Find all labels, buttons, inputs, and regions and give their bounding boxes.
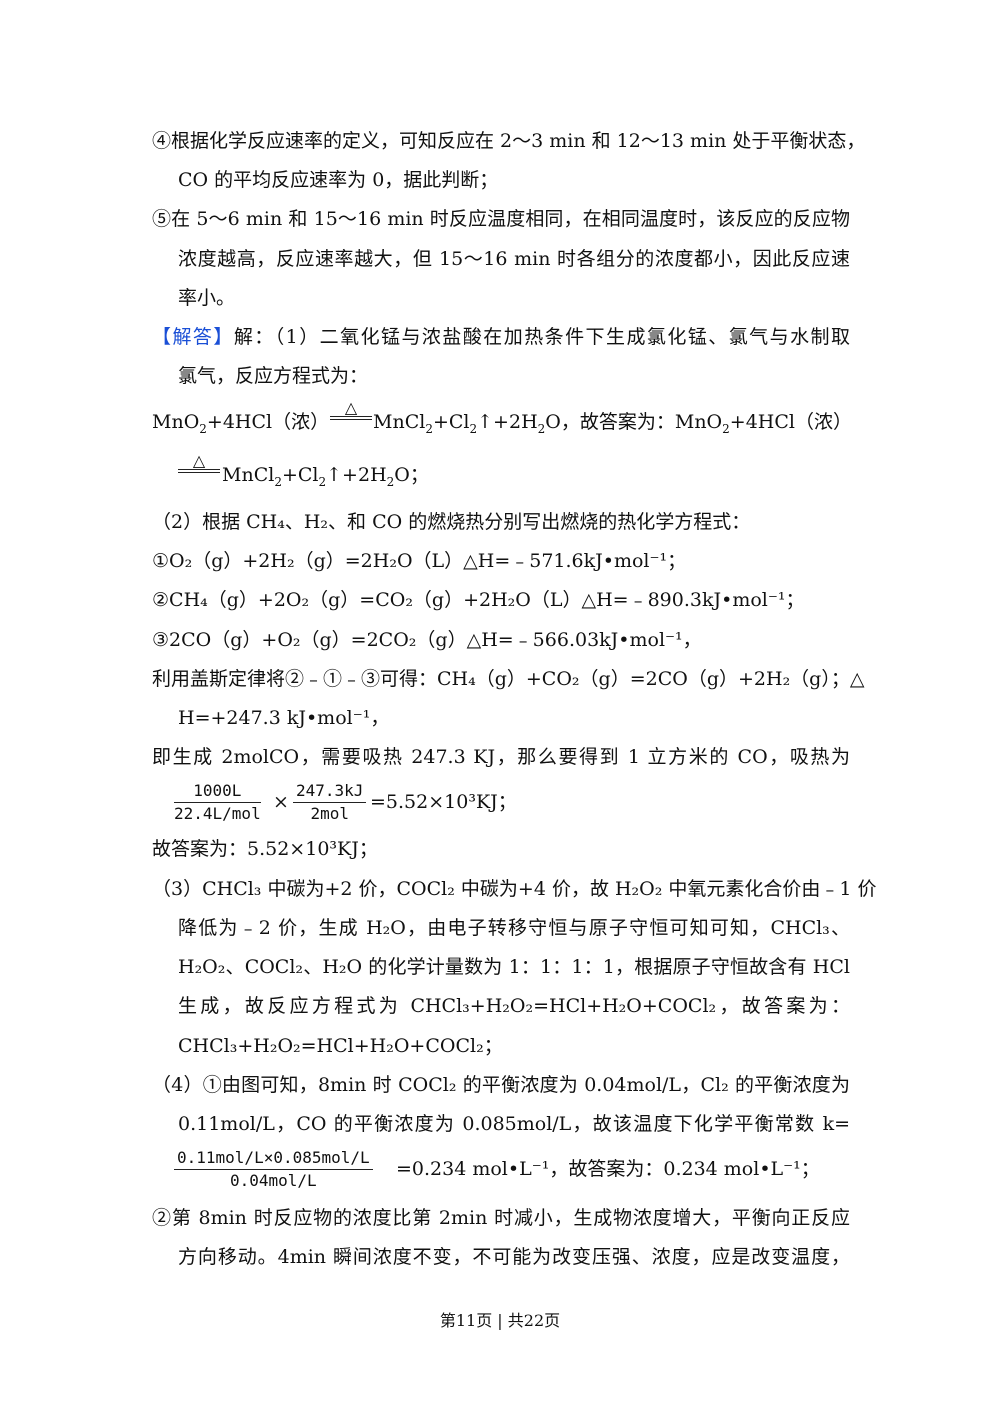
triangle-icon: △ bbox=[344, 398, 358, 417]
equation-line: MnCl2+Cl2↑+2H2O，故答案为：MnO2+4HCl（浓） bbox=[373, 411, 852, 436]
fraction: 247.3kJ 2mol bbox=[293, 780, 367, 825]
heating-arrow: △ bbox=[178, 453, 220, 473]
text-line: 生成，故反应方程式为 CHCl₃+H₂O₂=HCl+H₂O+COCl₂，故答案为… bbox=[178, 995, 850, 1017]
text-line: 降低为﹣2 价，生成 H₂O，由电子转移守恒与原子守恒可知可知，CHCl₃、 bbox=[178, 917, 850, 939]
fraction-numerator: 0.11mol/L×0.085mol/L bbox=[174, 1147, 373, 1170]
text-line: =0.234 mol•L⁻¹，故答案为：0.234 mol•L⁻¹； bbox=[396, 1158, 820, 1180]
text-line: ⑤在 5～6 min 和 15～16 min 时反应温度相同，在相同温度时，该反… bbox=[152, 208, 850, 230]
page-footer: 第11页 | 共22页 bbox=[439, 1311, 561, 1330]
answer-tag: 【解答】 bbox=[152, 326, 234, 348]
text-line: H=+247.3 kJ•mol⁻¹， bbox=[178, 707, 390, 729]
text-line: 利用盖斯定律将②﹣①﹣③可得：CH₄（g）+CO₂（g）=2CO（g）+2H₂（… bbox=[152, 668, 865, 690]
text-line: ②第 8min 时反应物的浓度比第 2min 时减小，生成物浓度增大，平衡向正反… bbox=[152, 1207, 850, 1229]
equation-line: MnCl2+Cl2↑+2H2O； bbox=[222, 464, 429, 489]
text-line: H₂O₂、COCl₂、H₂O 的化学计量数为 1：1：1：1，根据原子守恒故含有… bbox=[178, 956, 850, 978]
text-line: 故答案为：5.52×10³KJ； bbox=[152, 838, 378, 860]
text-line: 即生成 2molCO，需要吸热 247.3 KJ，那么要得到 1 立方米的 CO… bbox=[152, 746, 850, 768]
fraction: 1000L 22.4L/mol bbox=[174, 780, 261, 825]
text-line: CHCl₃+H₂O₂=HCl+H₂O+COCl₂； bbox=[178, 1035, 503, 1057]
equation-line: MnO2+4HCl（浓） bbox=[152, 411, 330, 436]
times-sign: × bbox=[273, 791, 289, 813]
text-line: ①O₂（g）+2H₂（g）=2H₂O（L）△H=﹣571.6kJ•mol⁻¹； bbox=[152, 550, 687, 572]
text-line: ②CH₄（g）+2O₂（g）=CO₂（g）+2H₂O（L）△H=﹣890.3kJ… bbox=[152, 589, 805, 611]
text-line: （4）①由图可知，8min 时 COCl₂ 的平衡浓度为 0.04mol/L，C… bbox=[152, 1074, 850, 1096]
fraction-numerator: 247.3kJ bbox=[293, 780, 367, 803]
text-line: CO 的平均反应速率为 0，据此判断； bbox=[178, 169, 499, 191]
answer-line: 【解答】解：（1）二氧化锰与浓盐酸在加热条件下生成氯化锰、氯气与水制取 bbox=[152, 324, 850, 350]
text-line: （3）CHCl₃ 中碳为+2 价，COCl₂ 中碳为+4 价，故 H₂O₂ 中氧… bbox=[152, 878, 877, 900]
text-line: 0.11mol/L，CO 的平衡浓度为 0.085mol/L，故该温度下化学平衡… bbox=[178, 1113, 850, 1135]
text-line: =5.52×10³KJ； bbox=[370, 791, 517, 813]
fraction: 0.11mol/L×0.085mol/L 0.04mol/L bbox=[174, 1147, 373, 1192]
answer-text: 解：（1）二氧化锰与浓盐酸在加热条件下生成氯化锰、氯气与水制取 bbox=[233, 326, 850, 348]
text-line: ④根据化学反应速率的定义，可知反应在 2～3 min 和 12～13 min 处… bbox=[152, 130, 866, 152]
text-line: 氯气，反应方程式为： bbox=[178, 365, 369, 387]
heating-arrow: △ bbox=[330, 400, 372, 420]
text-line: 率小。 bbox=[178, 287, 236, 309]
text-line: 浓度越高，反应速率越大，但 15～16 min 时各组分的浓度都小，因此反应速 bbox=[178, 248, 850, 270]
fraction-denominator: 0.04mol/L bbox=[229, 1171, 317, 1190]
fraction-numerator: 1000L bbox=[174, 780, 261, 803]
text-line: （2）根据 CH₄、H₂、和 CO 的燃烧热分别写出燃烧的热化学方程式： bbox=[152, 511, 751, 533]
text-line: 方向移动。4min 瞬间浓度不变，不可能为改变压强、浓度，应是改变温度， bbox=[178, 1246, 850, 1268]
triangle-icon: △ bbox=[192, 451, 206, 470]
fraction-denominator: 22.4L/mol bbox=[174, 804, 261, 823]
text-line: ③2CO（g）+O₂（g）=2CO₂（g）△H=﹣566.03kJ•mol⁻¹， bbox=[152, 629, 702, 651]
fraction-denominator: 2mol bbox=[310, 804, 349, 823]
